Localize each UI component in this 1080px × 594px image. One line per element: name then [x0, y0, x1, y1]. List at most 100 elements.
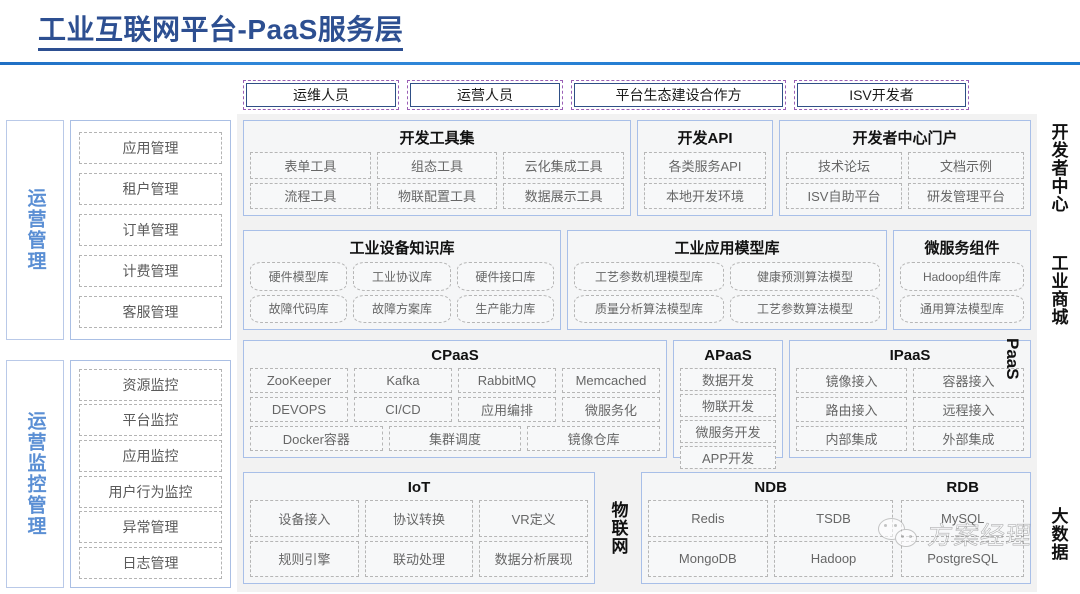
chip-isv-self-service[interactable]: ISV自助平台: [786, 182, 902, 209]
chip-kafka[interactable]: Kafka: [354, 368, 452, 393]
chip-redis[interactable]: Redis: [648, 500, 768, 537]
chip-process-param-algo-model[interactable]: 工艺参数算法模型: [730, 294, 880, 323]
sidebar-item-resource-monitor[interactable]: 资源监控: [79, 368, 222, 401]
panel-title: 微服务组件: [924, 240, 1000, 257]
chip-data-analysis-display[interactable]: 数据分析展现: [479, 540, 589, 577]
chip-config-tool[interactable]: 组态工具: [376, 152, 498, 179]
chip-image-repository[interactable]: 镜像仓库: [527, 426, 661, 451]
chip-quality-analysis-algo-model-lib[interactable]: 质量分析算法模型库: [574, 294, 724, 323]
sidebar-item-tenant-mgmt[interactable]: 租户管理: [79, 172, 222, 205]
chip-hadoop-component-lib[interactable]: Hadoop组件库: [900, 262, 1024, 291]
sidebar-item-order-mgmt[interactable]: 订单管理: [79, 213, 222, 246]
panel-apaas: APaaS 数据开发 物联开发 微服务开发 APP开发: [673, 340, 783, 469]
chip-data-development[interactable]: 数据开发: [680, 368, 776, 391]
grid-row: 技术论坛 文档示例: [786, 152, 1024, 179]
panel-grid: 硬件模型库 工业协议库 硬件接口库 故障代码库 故障方案库 生产能力库: [250, 262, 554, 323]
chip-iot-config-tool[interactable]: 物联配置工具: [376, 182, 498, 209]
sidebar-item-app-monitor[interactable]: 应用监控: [79, 440, 222, 473]
chip-local-dev-env[interactable]: 本地开发环境: [644, 182, 766, 209]
chip-rabbitmq[interactable]: RabbitMQ: [458, 368, 556, 393]
chip-industrial-protocol-lib[interactable]: 工业协议库: [353, 262, 451, 291]
chip-tsdb[interactable]: TSDB: [773, 500, 894, 537]
sidebar-item-log-mgmt[interactable]: 日志管理: [79, 547, 222, 580]
sidebar-item-platform-monitor[interactable]: 平台监控: [79, 404, 222, 437]
role-box-isv-developer[interactable]: ISV开发者: [794, 80, 969, 110]
chip-fault-code-lib[interactable]: 故障代码库: [250, 294, 348, 323]
panel-grid: 表单工具 组态工具 云化集成工具 流程工具 物联配置工具 数据展示工具: [250, 152, 625, 209]
chip-internal-integration[interactable]: 内部集成: [796, 426, 907, 451]
chip-microservice-development[interactable]: 微服务开发: [680, 420, 776, 443]
role-box-operations-staff[interactable]: 运维人员: [243, 80, 399, 110]
sidebar-operations-management: 运营管理 应用管理 租户管理 订单管理 计费管理 客服管理: [6, 120, 231, 340]
chip-external-integration[interactable]: 外部集成: [913, 426, 1024, 451]
panel-databases: NDB Redis TSDB MongoDB Hadoop: [641, 472, 1031, 584]
chip-general-algo-model-lib[interactable]: 通用算法模型库: [900, 294, 1024, 323]
chip-remote-access[interactable]: 远程接入: [913, 397, 1024, 422]
chip-production-capacity-lib[interactable]: 生产能力库: [456, 294, 554, 323]
panel-device-knowledge-base: 工业设备知识库 硬件模型库 工业协议库 硬件接口库 故障代码库 故障方案库 生产…: [243, 230, 561, 330]
chip-rule-engine[interactable]: 规则引擎: [250, 540, 359, 577]
chip-fault-solution-lib[interactable]: 故障方案库: [353, 294, 451, 323]
chip-form-tool[interactable]: 表单工具: [250, 152, 371, 179]
chip-device-access[interactable]: 设备接入: [250, 500, 359, 537]
db-columns: NDB Redis TSDB MongoDB Hadoop: [648, 477, 1024, 577]
grid-row: 硬件模型库 工业协议库 硬件接口库: [250, 262, 554, 291]
chip-rnd-mgmt-platform[interactable]: 研发管理平台: [908, 182, 1024, 209]
sidebar-item-billing-mgmt[interactable]: 计费管理: [79, 255, 222, 288]
panel-grid: Redis TSDB MongoDB Hadoop: [648, 500, 894, 577]
chip-vr-definition[interactable]: VR定义: [479, 500, 589, 537]
chip-devops[interactable]: DEVOPS: [250, 397, 348, 422]
grid-row: ISV自助平台 研发管理平台: [786, 182, 1024, 209]
panel-dev-api: 开发API 各类服务API 本地开发环境: [637, 120, 773, 216]
header-divider: [0, 62, 1080, 65]
chip-iot-development[interactable]: 物联开发: [680, 394, 776, 417]
sidebar-item-exception-mgmt[interactable]: 异常管理: [79, 511, 222, 544]
right-label-text: 工业商城: [1048, 254, 1068, 326]
chip-hardware-interface-lib[interactable]: 硬件接口库: [456, 262, 554, 291]
chip-protocol-conversion[interactable]: 协议转换: [364, 500, 474, 537]
chip-cicd[interactable]: CI/CD: [354, 397, 452, 422]
chip-service-api[interactable]: 各类服务API: [644, 152, 766, 179]
grid-row: MySQL: [901, 500, 1024, 537]
chip-memcached[interactable]: Memcached: [562, 368, 660, 393]
chip-tech-forum[interactable]: 技术论坛: [786, 152, 902, 179]
panel-grid: MySQL PostgreSQL: [901, 500, 1024, 577]
chip-mongodb[interactable]: MongoDB: [648, 540, 768, 577]
chip-app-orchestration[interactable]: 应用编排: [458, 397, 556, 422]
chip-data-display-tool[interactable]: 数据展示工具: [503, 182, 625, 209]
chip-process-param-mechanism-model-lib[interactable]: 工艺参数机理模型库: [574, 262, 724, 291]
sidebar-item-support-mgmt[interactable]: 客服管理: [79, 296, 222, 329]
chip-zookeeper[interactable]: ZooKeeper: [250, 368, 348, 393]
layer-industrial-mall: 工业设备知识库 硬件模型库 工业协议库 硬件接口库 故障代码库 故障方案库 生产…: [243, 230, 1031, 330]
grid-row: 流程工具 物联配置工具 数据展示工具: [250, 182, 625, 209]
role-box-business-staff[interactable]: 运营人员: [407, 80, 563, 110]
panel-grid: ZooKeeper Kafka RabbitMQ Memcached DEVOP…: [250, 368, 661, 451]
sidebar-label-monitoring: 运营监控管理: [6, 360, 64, 588]
chip-image-access[interactable]: 镜像接入: [796, 368, 907, 393]
role-label: ISV开发者: [797, 83, 966, 107]
chip-hardware-model-lib[interactable]: 硬件模型库: [250, 262, 348, 291]
chip-docker-container[interactable]: Docker容器: [250, 426, 383, 451]
panel-title: NDB: [754, 479, 787, 496]
role-label: 运营人员: [410, 83, 560, 107]
chip-app-development[interactable]: APP开发: [680, 446, 776, 469]
panel-grid: 技术论坛 文档示例 ISV自助平台 研发管理平台: [786, 152, 1024, 209]
chip-microservice-enablement[interactable]: 微服务化: [562, 397, 660, 422]
chip-health-prediction-algo-model[interactable]: 健康预测算法模型: [730, 262, 880, 291]
chip-cluster-scheduling[interactable]: 集群调度: [388, 426, 522, 451]
sidebar-item-app-mgmt[interactable]: 应用管理: [79, 131, 222, 164]
chip-doc-examples[interactable]: 文档示例: [908, 152, 1024, 179]
chip-linkage-processing[interactable]: 联动处理: [364, 540, 474, 577]
chip-hadoop[interactable]: Hadoop: [773, 540, 894, 577]
role-label: 运维人员: [246, 83, 396, 107]
sidebar-item-user-behavior-monitor[interactable]: 用户行为监控: [79, 475, 222, 508]
label-iot-vertical: 物联网: [601, 472, 635, 584]
chip-mysql[interactable]: MySQL: [901, 500, 1024, 537]
role-box-ecosystem-partner[interactable]: 平台生态建设合作方: [571, 80, 786, 110]
chip-postgresql[interactable]: PostgreSQL: [901, 540, 1024, 577]
chip-container-access[interactable]: 容器接入: [913, 368, 1024, 393]
chip-process-tool[interactable]: 流程工具: [250, 182, 371, 209]
chip-cloud-integration-tool[interactable]: 云化集成工具: [503, 152, 625, 179]
chip-routing-access[interactable]: 路由接入: [796, 397, 907, 422]
panel-title: RDB: [946, 479, 979, 496]
